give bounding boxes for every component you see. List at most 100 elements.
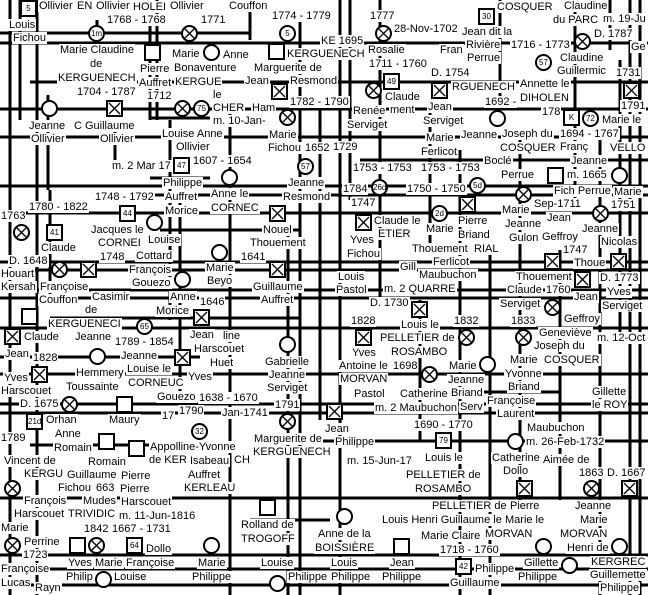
- male-person-square[interactable]: [393, 538, 410, 555]
- male-person-square[interactable]: [326, 403, 343, 420]
- female-person-circle[interactable]: 5d: [469, 177, 486, 194]
- female-person-circle[interactable]: [515, 186, 532, 203]
- male-person-square[interactable]: [547, 167, 564, 184]
- male-person-square[interactable]: [106, 100, 123, 117]
- person-label: Pierre: [457, 215, 489, 227]
- deceased-cross-icon: [461, 198, 474, 211]
- male-person-square[interactable]: [431, 82, 448, 99]
- female-person-circle[interactable]: [561, 557, 578, 574]
- female-person-circle[interactable]: [336, 508, 353, 525]
- male-person-square[interactable]: [128, 440, 145, 457]
- female-person-circle[interactable]: [13, 224, 30, 241]
- male-person-square[interactable]: 30: [478, 8, 495, 25]
- female-person-circle[interactable]: [181, 25, 198, 42]
- female-person-circle[interactable]: [574, 33, 591, 50]
- male-person-square[interactable]: [69, 537, 86, 554]
- female-person-circle[interactable]: 1m: [88, 25, 105, 42]
- female-person-circle[interactable]: 5: [279, 25, 296, 42]
- male-person-square[interactable]: [80, 261, 97, 278]
- person-label: Laurent: [496, 408, 536, 420]
- male-person-square[interactable]: [31, 366, 48, 383]
- person-label: Rivière: [465, 39, 502, 51]
- female-person-circle[interactable]: [507, 433, 524, 450]
- male-person-square[interactable]: [574, 271, 591, 288]
- male-person-square[interactable]: [98, 433, 115, 450]
- female-person-circle[interactable]: 72: [582, 110, 599, 127]
- male-person-square[interactable]: [269, 261, 286, 278]
- female-person-circle[interactable]: [279, 413, 296, 430]
- female-person-circle[interactable]: [41, 100, 58, 117]
- male-person-square[interactable]: [355, 329, 372, 346]
- female-person-circle[interactable]: [51, 261, 68, 278]
- female-person-circle[interactable]: [365, 82, 382, 99]
- male-person-square[interactable]: [355, 214, 372, 231]
- age-badge: 79: [439, 436, 448, 445]
- female-person-circle[interactable]: [269, 575, 286, 592]
- male-person-square[interactable]: [621, 480, 638, 497]
- male-person-square[interactable]: 41: [46, 224, 63, 241]
- male-person-square[interactable]: [269, 205, 286, 222]
- male-person-square[interactable]: 47: [173, 157, 190, 174]
- female-person-circle[interactable]: [174, 271, 191, 288]
- male-person-square[interactable]: 64: [126, 537, 143, 554]
- person-label: Harscouet: [120, 496, 173, 508]
- male-person-square[interactable]: 42: [455, 558, 472, 575]
- female-person-circle[interactable]: [279, 109, 296, 126]
- female-person-circle[interactable]: [174, 100, 191, 117]
- male-person-square[interactable]: [623, 82, 640, 99]
- female-person-circle[interactable]: [458, 329, 475, 346]
- person-label: BOISSIÈRE: [314, 542, 376, 554]
- female-person-circle[interactable]: [88, 537, 105, 554]
- female-person-circle[interactable]: [479, 356, 496, 373]
- female-person-circle[interactable]: [211, 244, 228, 261]
- male-person-square[interactable]: [516, 480, 533, 497]
- female-person-circle[interactable]: 75: [193, 100, 210, 117]
- person-label: KERLEAU: [183, 482, 237, 494]
- female-person-circle[interactable]: 65: [136, 318, 153, 335]
- female-person-circle[interactable]: 57: [535, 54, 552, 71]
- male-person-square[interactable]: K: [563, 109, 580, 126]
- female-person-circle[interactable]: [203, 537, 220, 554]
- male-person-square[interactable]: [271, 83, 288, 100]
- female-person-circle[interactable]: [535, 538, 552, 555]
- male-person-square[interactable]: 49: [383, 73, 400, 90]
- female-person-circle[interactable]: [4, 537, 21, 554]
- female-person-circle[interactable]: [203, 44, 220, 61]
- male-person-square[interactable]: [116, 396, 133, 413]
- female-person-circle[interactable]: [89, 348, 106, 365]
- female-person-circle[interactable]: [611, 167, 628, 184]
- male-person-square[interactable]: [193, 309, 210, 326]
- male-person-square[interactable]: [144, 44, 161, 61]
- female-person-circle[interactable]: [4, 480, 21, 497]
- male-person-square[interactable]: [21, 308, 38, 325]
- female-person-circle[interactable]: [544, 299, 561, 316]
- female-person-circle[interactable]: [95, 571, 112, 588]
- male-person-square[interactable]: [4, 328, 21, 345]
- female-person-circle[interactable]: [583, 480, 600, 497]
- female-person-circle[interactable]: [611, 538, 628, 555]
- male-person-square[interactable]: [411, 301, 428, 318]
- female-person-circle[interactable]: [61, 396, 78, 413]
- male-person-square[interactable]: [610, 253, 627, 270]
- male-person-square[interactable]: [268, 43, 285, 60]
- male-person-square[interactable]: 21d: [26, 413, 43, 430]
- male-person-square[interactable]: 44: [119, 205, 136, 222]
- female-person-circle[interactable]: [146, 214, 163, 231]
- female-person-circle[interactable]: [489, 110, 506, 127]
- female-person-circle[interactable]: 32: [191, 423, 208, 440]
- male-person-square[interactable]: 5: [20, 0, 37, 17]
- female-person-circle[interactable]: [515, 329, 532, 346]
- female-person-circle[interactable]: [221, 169, 238, 186]
- female-person-circle[interactable]: 57: [297, 158, 314, 175]
- male-person-square[interactable]: [544, 253, 561, 270]
- female-person-circle[interactable]: 26d: [371, 179, 388, 196]
- female-person-circle[interactable]: [421, 366, 438, 383]
- male-person-square[interactable]: [259, 499, 276, 516]
- female-person-circle[interactable]: [592, 205, 609, 222]
- male-person-square[interactable]: [459, 196, 476, 213]
- female-person-circle[interactable]: [279, 336, 296, 353]
- male-person-square[interactable]: 79: [435, 432, 452, 449]
- male-person-square[interactable]: [174, 349, 191, 366]
- female-person-circle[interactable]: [375, 25, 392, 42]
- female-person-circle[interactable]: 2d: [431, 205, 448, 222]
